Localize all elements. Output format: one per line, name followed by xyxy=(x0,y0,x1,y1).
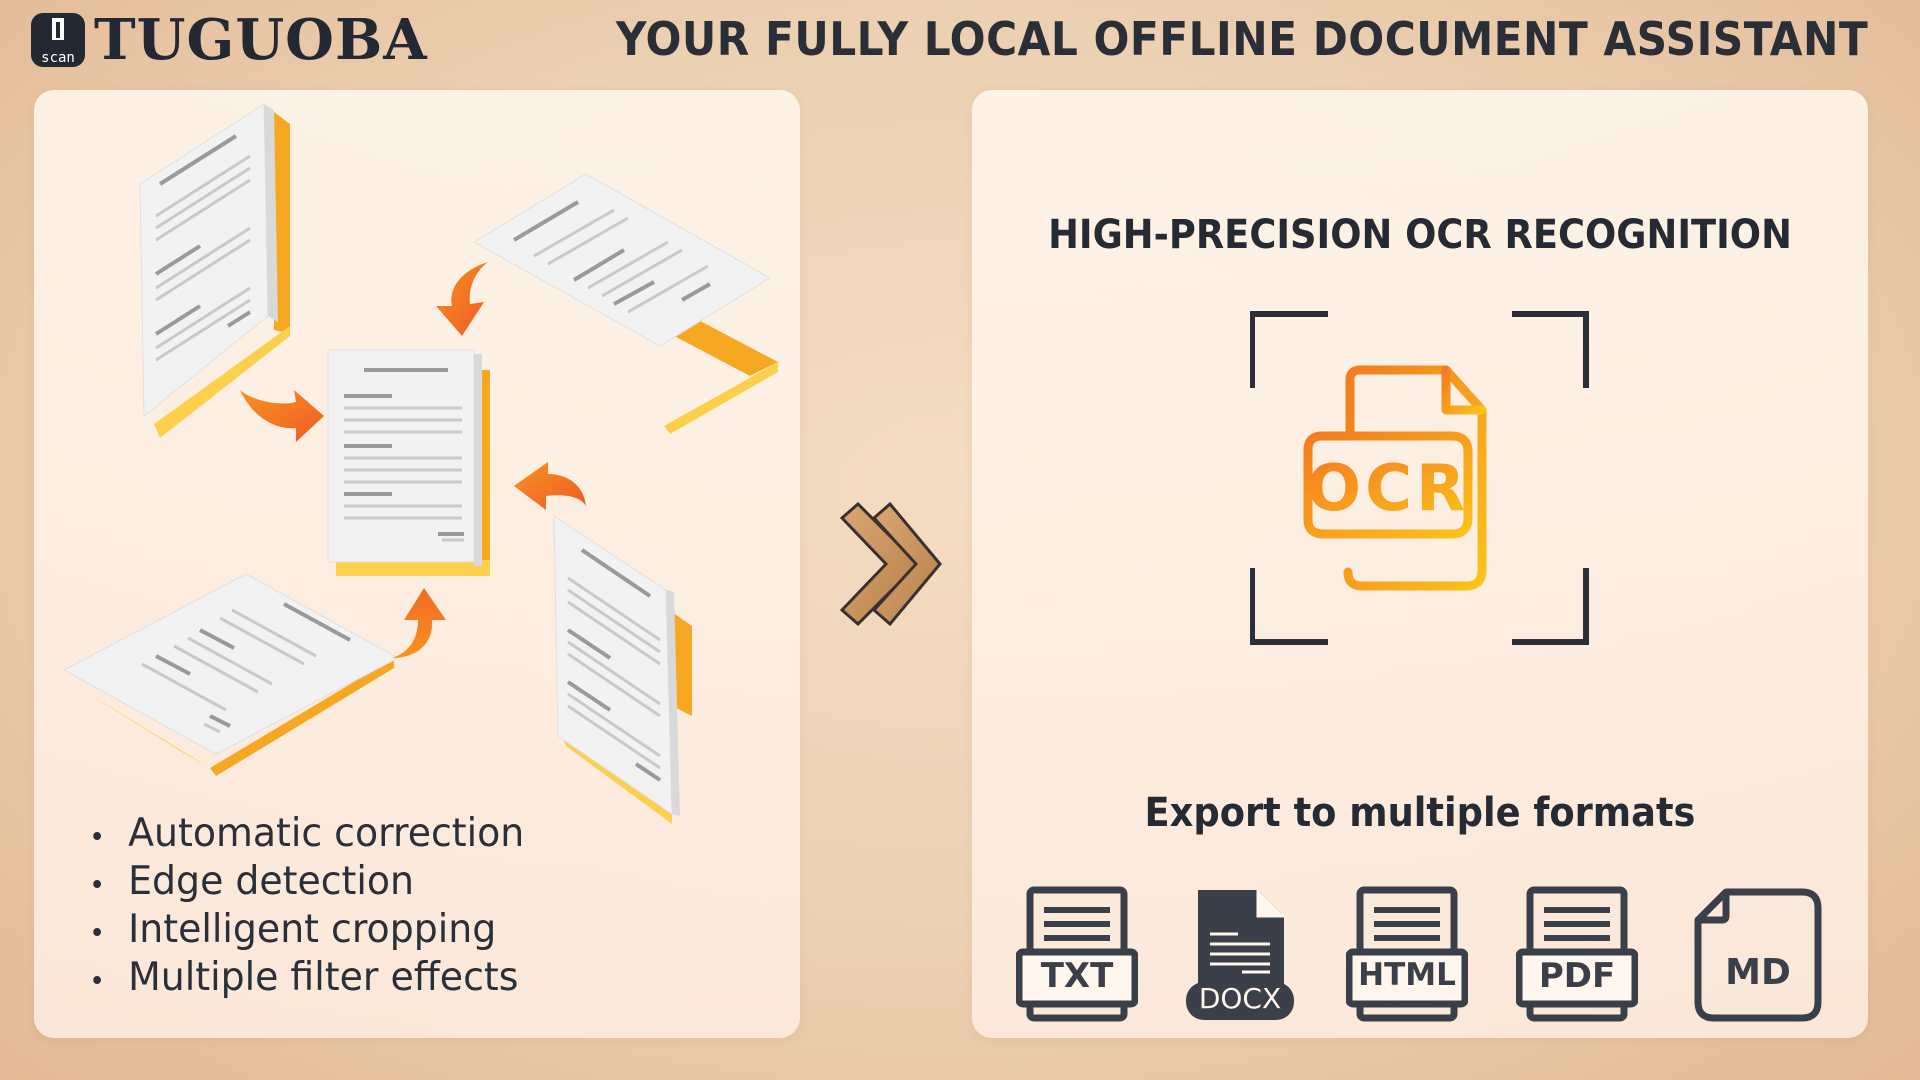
bullet-icon xyxy=(93,976,101,984)
ocr-scan-illustration: OCR xyxy=(1250,311,1589,645)
scan-features-panel: Automatic correction Edge detection Inte… xyxy=(34,90,800,1038)
feature-list: Automatic correction Edge detection Inte… xyxy=(68,810,538,1002)
brand-name: TUGUOBA xyxy=(94,7,428,73)
arrow-from-top-right xyxy=(436,262,488,336)
format-pdf-icon[interactable]: PDF xyxy=(1516,886,1638,1022)
format-label: HTML xyxy=(1358,957,1456,993)
format-md-icon[interactable]: MD xyxy=(1692,886,1824,1022)
scan-logo-icon: scan xyxy=(31,13,85,67)
feature-item: Edge detection xyxy=(68,858,524,906)
arrow-from-right xyxy=(514,462,586,510)
scan-frame-icon xyxy=(1250,311,1589,645)
arrow-from-bottom xyxy=(392,588,446,658)
format-html-icon[interactable]: HTML xyxy=(1346,886,1468,1022)
document-bottom-right xyxy=(553,515,692,824)
brand: scan TUGUOBA xyxy=(30,10,428,70)
ocr-document-icon xyxy=(1303,365,1487,591)
svg-text:scan: scan xyxy=(41,50,75,66)
svg-text:OCR: OCR xyxy=(1307,452,1470,526)
bullet-icon xyxy=(93,928,101,936)
export-format-list: TXT DOCX HTML xyxy=(1016,886,1846,1022)
double-chevron-right-icon xyxy=(839,502,942,626)
arrow-from-top-left xyxy=(240,390,324,442)
feature-item: Multiple filter effects xyxy=(68,954,524,1002)
format-docx-icon[interactable]: DOCX xyxy=(1184,886,1296,1022)
feature-item: Intelligent cropping xyxy=(68,906,524,954)
format-label: MD xyxy=(1725,952,1791,993)
ocr-panel: HIGH-PRECISION OCR RECOGNITION OCR Expor… xyxy=(972,90,1868,1038)
document-top-right xyxy=(473,173,778,434)
export-title: Export to multiple formats xyxy=(1144,790,1696,836)
format-txt-icon[interactable]: TXT xyxy=(1016,886,1138,1022)
feature-item: Automatic correction xyxy=(68,810,524,858)
document-top-left xyxy=(139,103,290,438)
format-label: DOCX xyxy=(1198,982,1282,1015)
document-stack-illustration xyxy=(60,103,778,824)
document-center xyxy=(327,349,490,576)
document-bottom-left xyxy=(60,573,400,776)
format-label: PDF xyxy=(1538,956,1616,996)
ocr-title: HIGH-PRECISION OCR RECOGNITION xyxy=(1048,212,1792,258)
format-label: TXT xyxy=(1040,956,1114,996)
bullet-icon xyxy=(93,880,101,888)
page-tagline: YOUR FULLY LOCAL OFFLINE DOCUMENT ASSIST… xyxy=(615,12,1868,66)
bullet-icon xyxy=(93,832,101,840)
